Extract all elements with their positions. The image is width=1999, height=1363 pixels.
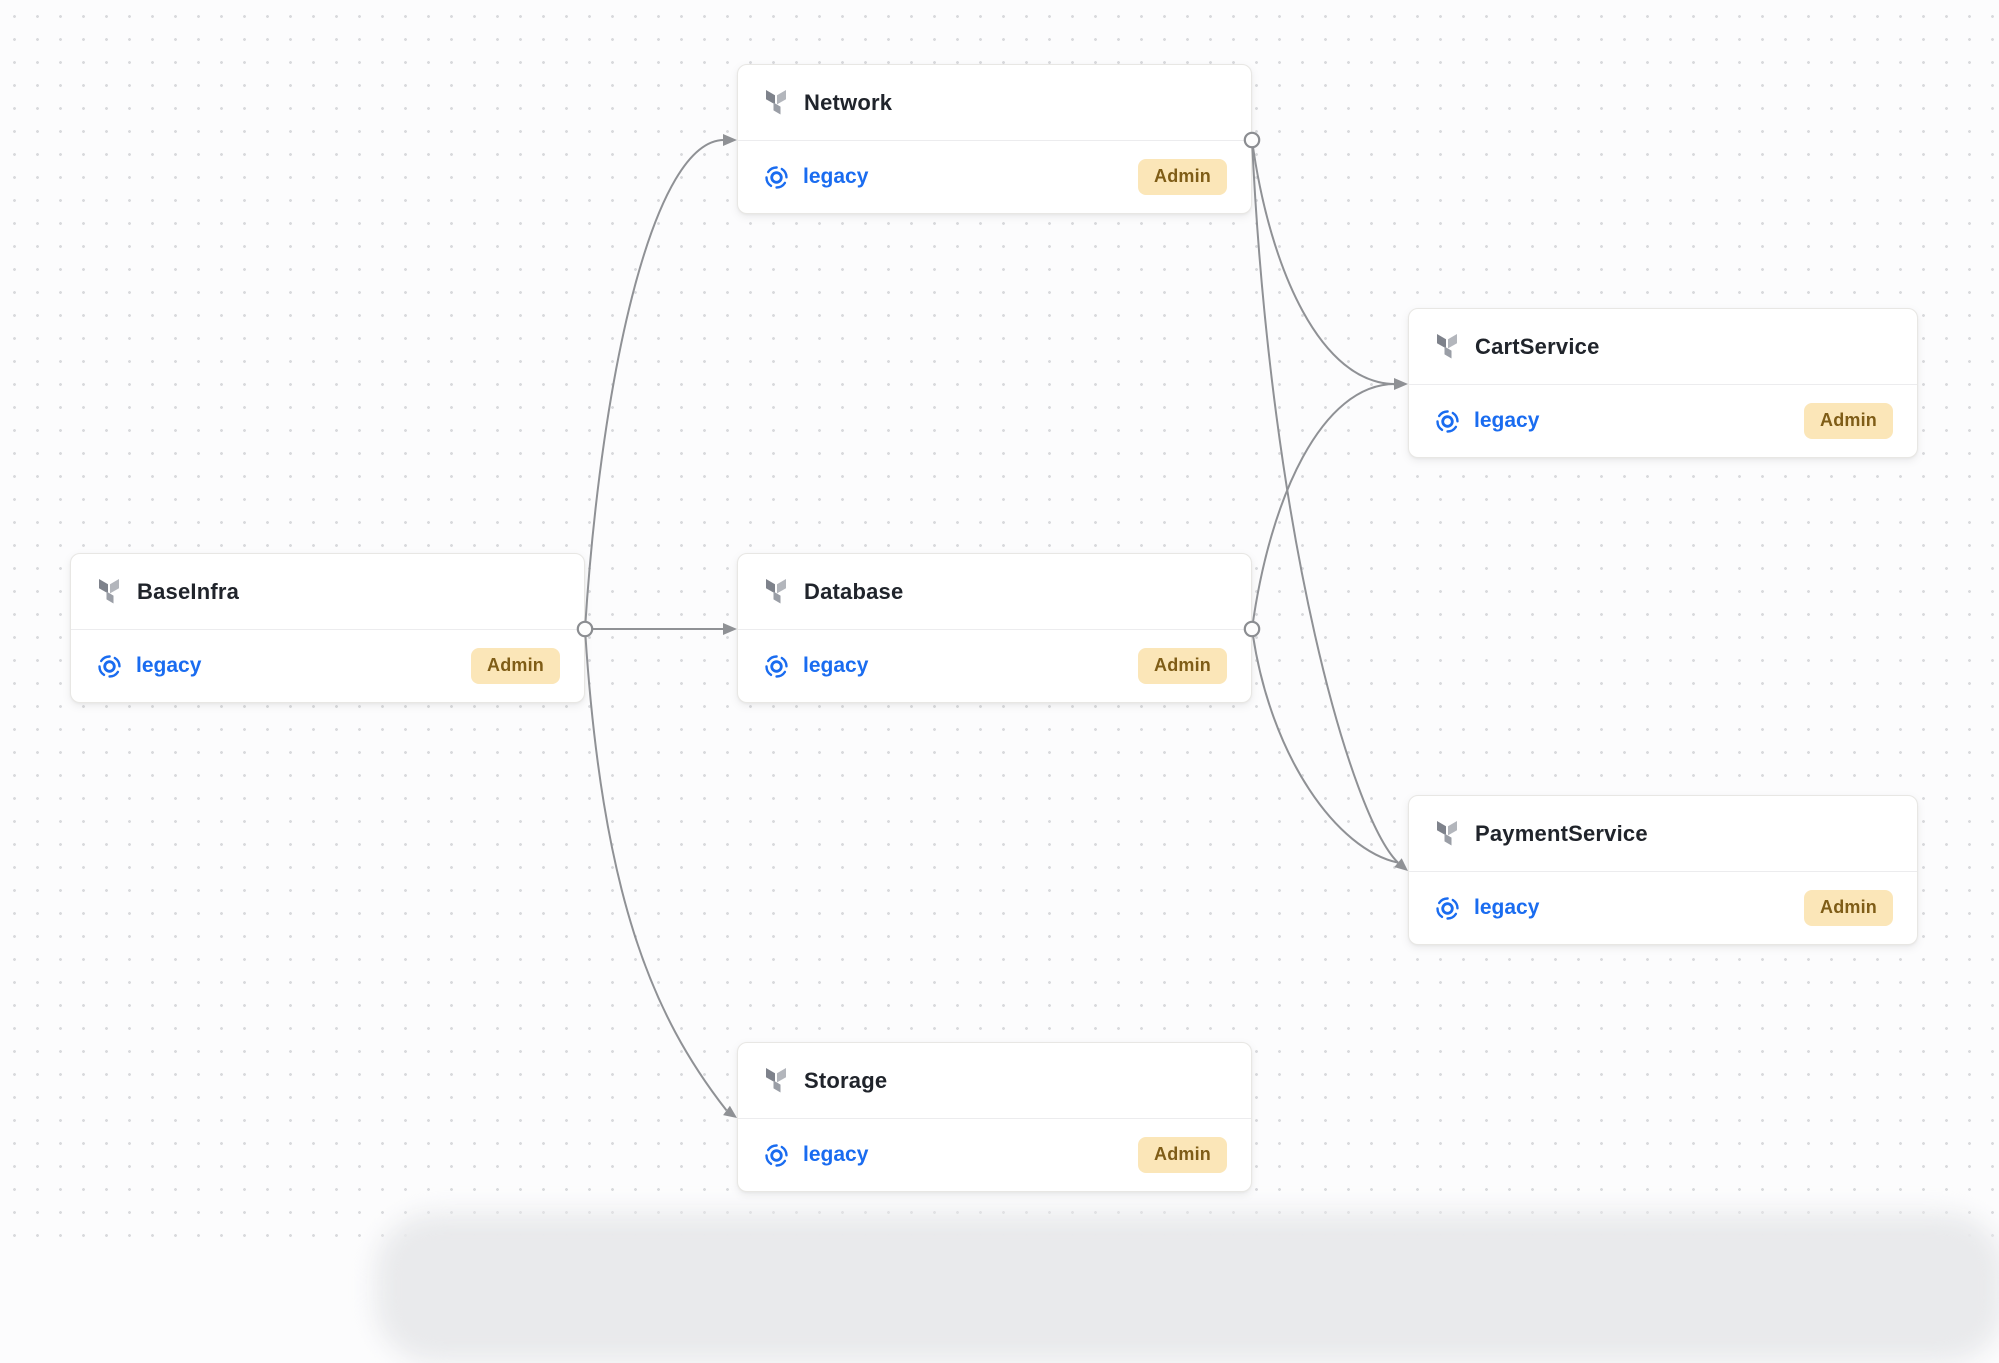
edge-database-cartservice [1251, 383, 1396, 630]
workspace-node-baseinfra[interactable]: BaseInfra legacy Admin [70, 553, 585, 703]
edge-network-cartservice [1251, 139, 1396, 385]
arrowhead-database [723, 623, 737, 635]
project-link[interactable]: legacy [97, 654, 201, 679]
project-label: legacy [136, 654, 202, 677]
admin-badge: Admin [1804, 890, 1893, 926]
edge-baseinfra-storage [584, 628, 728, 1112]
node-header: PaymentService [1409, 796, 1917, 872]
project-label: legacy [803, 165, 869, 188]
node-header: Database [738, 554, 1251, 630]
admin-badge: Admin [1804, 403, 1893, 439]
terraform-icon [1437, 333, 1457, 358]
terraform-icon [766, 578, 786, 603]
arrowhead-storage [723, 1105, 737, 1118]
bottom-panel-shadow [375, 1213, 1999, 1363]
node-title: BaseInfra [137, 578, 240, 604]
workspace-node-database[interactable]: Database legacy Admin [737, 553, 1252, 703]
node-body: legacy Admin [738, 630, 1251, 702]
node-title: CartService [1475, 333, 1600, 359]
node-title: Storage [804, 1067, 888, 1093]
node-header: CartService [1409, 309, 1917, 385]
project-link[interactable]: legacy [764, 654, 868, 679]
edge-database-paymentservice [1251, 628, 1399, 864]
workspace-scan-icon [1436, 409, 1459, 433]
project-link[interactable]: legacy [764, 165, 868, 190]
edge-network-paymentservice [1251, 139, 1399, 864]
node-title: PaymentService [1475, 820, 1648, 846]
project-link[interactable]: legacy [764, 1143, 868, 1168]
edge-baseinfra-network [584, 139, 725, 630]
workspace-scan-icon [765, 654, 788, 678]
terraform-icon [99, 578, 119, 603]
admin-badge: Admin [1138, 648, 1227, 684]
workspace-node-paymentservice[interactable]: PaymentService legacy Admin [1408, 795, 1918, 945]
workspace-scan-icon [765, 1143, 788, 1167]
node-header: Network [738, 65, 1251, 141]
project-link[interactable]: legacy [1435, 896, 1539, 921]
node-body: legacy Admin [1409, 872, 1917, 944]
node-body: legacy Admin [71, 630, 584, 702]
workspace-scan-icon [98, 654, 121, 678]
node-header: BaseInfra [71, 554, 584, 630]
node-header: Storage [738, 1043, 1251, 1119]
terraform-icon [766, 1067, 786, 1092]
workspace-node-network[interactable]: Network legacy Admin [737, 64, 1252, 214]
workspace-node-storage[interactable]: Storage legacy Admin [737, 1042, 1252, 1192]
node-body: legacy Admin [738, 141, 1251, 213]
admin-badge: Admin [1138, 1137, 1227, 1173]
arrowhead-network [723, 134, 737, 146]
project-link[interactable]: legacy [1435, 409, 1539, 434]
terraform-icon [766, 89, 786, 114]
admin-badge: Admin [471, 648, 560, 684]
project-label: legacy [1474, 896, 1540, 919]
workspace-node-cartservice[interactable]: CartService legacy Admin [1408, 308, 1918, 458]
node-title: Network [804, 89, 893, 115]
project-label: legacy [803, 1143, 869, 1166]
terraform-icon [1437, 820, 1457, 845]
arrowhead-paymentservice [1394, 858, 1408, 871]
project-label: legacy [803, 654, 869, 677]
admin-badge: Admin [1138, 159, 1227, 195]
node-title: Database [804, 578, 904, 604]
node-body: legacy Admin [738, 1119, 1251, 1191]
workspace-scan-icon [765, 165, 788, 189]
arrowhead-cartservice [1394, 378, 1408, 390]
project-label: legacy [1474, 409, 1540, 432]
workspace-scan-icon [1436, 896, 1459, 920]
node-body: legacy Admin [1409, 385, 1917, 457]
